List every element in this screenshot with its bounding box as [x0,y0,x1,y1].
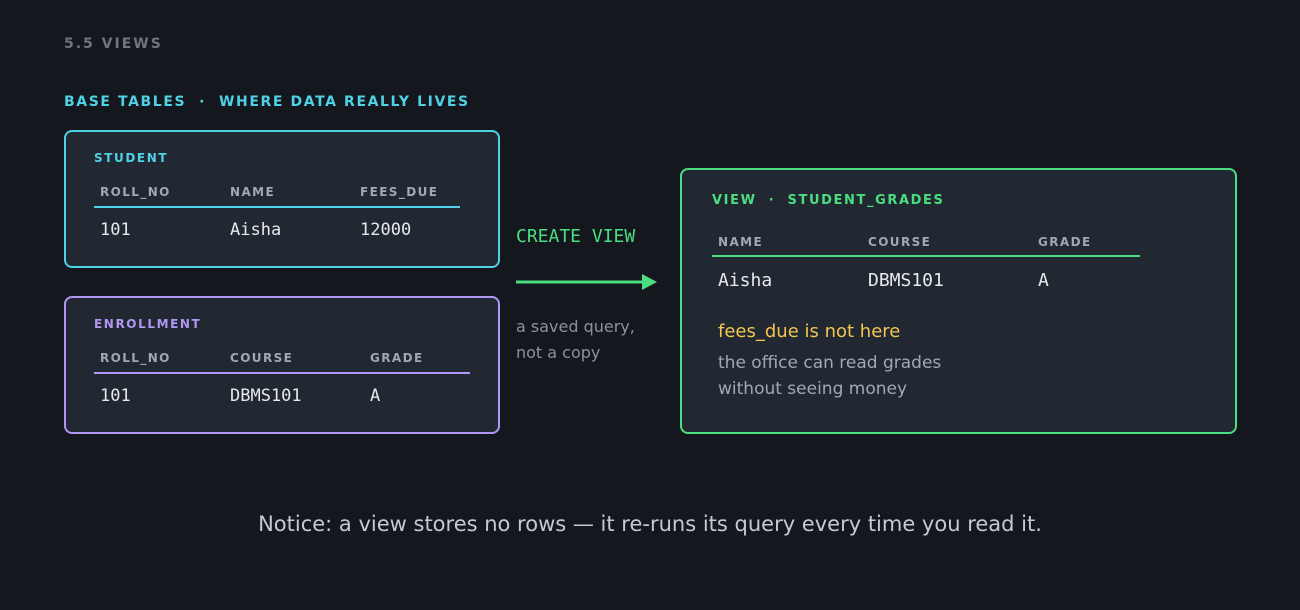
enrollment-cell-roll-no: 101 [100,386,131,406]
student-table-label: STUDENT [94,151,169,165]
enrollment-header-course: COURSE [230,351,294,365]
student-cell-name: Aisha [230,220,282,240]
student-cell-roll-no: 101 [100,220,131,240]
student-header-name: NAME [230,185,276,199]
saved-query-note: a saved query, not a copy [516,314,635,366]
create-view-label: CREATE VIEW [516,226,636,247]
saved-query-note-line-2: not a copy [516,343,601,362]
enrollment-cell-grade: A [370,386,381,406]
arrow-right-icon [516,274,657,290]
view-header-grade: GRADE [1038,235,1092,249]
view-cell-grade: A [1038,270,1049,291]
student-cell-fees-due: 12000 [360,220,412,240]
base-tables-heading: BASE TABLES · WHERE DATA REALLY LIVES [64,94,470,110]
view-explanation-line-2: without seeing money [718,379,908,399]
student-table-card: STUDENT ROLL_NO NAME FEES_DUE 101 Aisha … [64,130,500,268]
student-header-rule [94,206,460,208]
fees-due-warning: fees_due is not here [718,321,901,342]
section-kicker: 5.5 VIEWS [64,36,163,52]
view-explanation-line-1: the office can read grades [718,353,942,373]
view-header-course: COURSE [868,235,932,249]
student-header-fees-due: FEES_DUE [360,185,439,199]
enrollment-header-roll-no: ROLL_NO [100,351,171,365]
view-explanation: the office can read grades without seein… [718,350,941,402]
view-card: VIEW · STUDENT_GRADES NAME COURSE GRADE … [680,168,1237,434]
enrollment-table-card: ENROLLMENT ROLL_NO COURSE GRADE 101 DBMS… [64,296,500,434]
enrollment-table-label: ENROLLMENT [94,317,202,331]
enrollment-header-grade: GRADE [370,351,424,365]
saved-query-note-line-1: a saved query, [516,317,635,336]
view-header-name: NAME [718,235,764,249]
view-cell-name: Aisha [718,270,773,291]
view-header-rule [712,255,1140,257]
footer-notice: Notice: a view stores no rows — it re-ru… [258,512,1042,536]
view-label: VIEW · STUDENT_GRADES [712,193,945,208]
student-header-roll-no: ROLL_NO [100,185,171,199]
enrollment-cell-course: DBMS101 [230,386,302,406]
enrollment-header-rule [94,372,470,374]
view-cell-course: DBMS101 [868,270,944,291]
